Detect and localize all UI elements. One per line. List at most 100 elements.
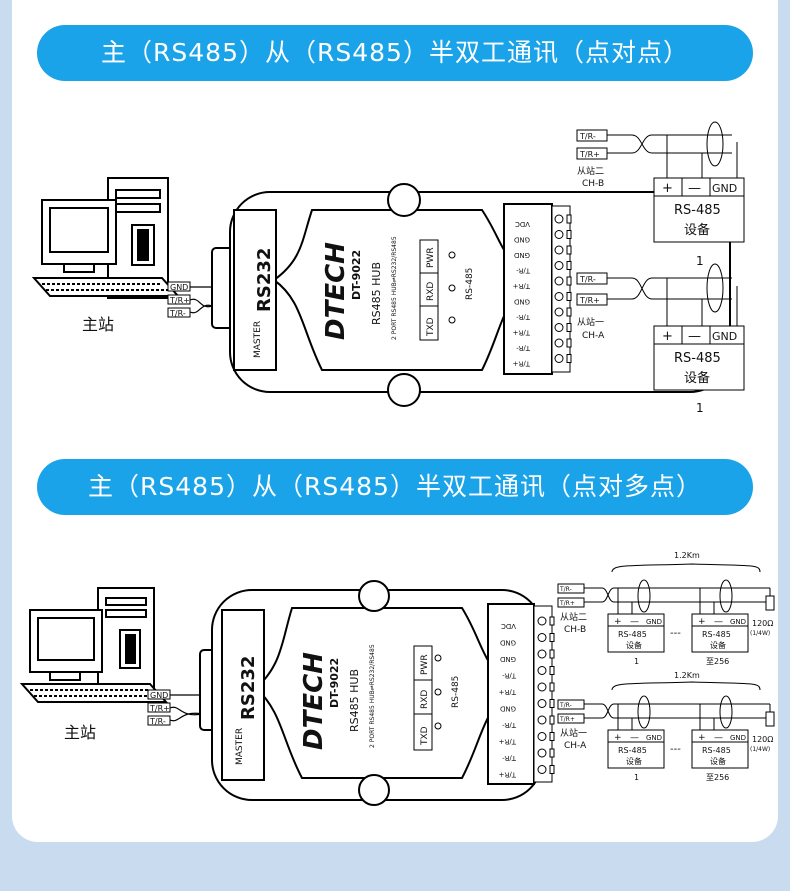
p2mp-channel-b: [557, 579, 775, 653]
led2-rxd: RXD: [420, 690, 430, 709]
p2p-terminal-label-8: T/R-: [516, 344, 531, 352]
p2mp-terminal-slot-1: [549, 633, 555, 642]
p2mp-a-name: 从站一: [560, 727, 587, 739]
p2p-terminal-screw-8: [554, 338, 564, 348]
p2mp-b-resistor: 120Ω: [752, 619, 773, 628]
p2mp-terminal-slot-0: [549, 616, 555, 626]
p2p-slave-b-pin2: T/R+: [579, 150, 600, 159]
section-title-p2mp: 主（RS485）从（RS485）半双工通讯（点对多点）: [37, 459, 753, 515]
p2mp-a-last: 至256: [706, 773, 729, 782]
p2mp-terminal-screw-1: [537, 633, 547, 642]
host2-pin-gnd: GND: [150, 691, 168, 700]
p2mp-a-first: 1: [634, 773, 639, 782]
p2mp-terminal-screw-2: [537, 649, 547, 659]
host-pin-trm: T/R-: [169, 309, 186, 318]
p2p-slave-b-term-gnd: GND: [712, 182, 737, 195]
p2mp-terminal-screw-4: [537, 682, 547, 692]
p2p-terminal-slot-8: [566, 338, 572, 348]
p2p-terminal-slot-1: [566, 230, 572, 239]
p2p-terminal-label-4: T/R+: [513, 282, 531, 290]
p2p-slave-b-term-plus: +: [662, 181, 673, 196]
host-pin-gnd: GND: [170, 283, 188, 292]
p2mp-terminal-label-1: GND: [500, 639, 516, 647]
p2p-terminal-slot-3: [566, 261, 572, 270]
p2mp-b-name: 从站二: [560, 611, 587, 623]
p2mp-terminal-screw-8: [537, 748, 547, 758]
led-pwr: PWR: [426, 247, 436, 268]
p2mp-a-pin2: T/R+: [559, 716, 575, 723]
p2mp-a-resistor-note: (1/4W): [750, 746, 770, 753]
p2mp-b-t1-minus: —: [630, 617, 639, 627]
p2p-terminal-label-0: VDC: [515, 220, 530, 228]
p2p-terminal-slot-6: [566, 307, 572, 317]
content-card: 主（RS485）从（RS485）半双工通讯（点对点） 主（RS485）从（RS4…: [12, 0, 778, 842]
p2mp-terminal-label-7: T/R+: [499, 738, 517, 746]
p2mp-b-t2-plus: +: [698, 617, 706, 627]
host2-pin-trm: T/R-: [149, 717, 166, 726]
p2mp-terminal-slot-2: [549, 649, 555, 659]
p2p-slave-b-channel: CH-B: [582, 179, 604, 189]
led2-txd: TXD: [420, 726, 430, 746]
p2p-terminal-screw-3: [554, 261, 564, 270]
p2p-slave-b-pin1: T/R-: [579, 132, 596, 141]
p2mp-a-channel: CH-A: [564, 741, 587, 751]
p2p-terminal-label-6: T/R-: [516, 313, 531, 321]
master-port-label-2: MASTER: [235, 728, 245, 765]
hub-brand: DTECH: [321, 242, 351, 340]
p2mp-a-dots: ---: [670, 744, 681, 755]
p2mp-terminal-label-8: T/R-: [502, 754, 517, 762]
p2mp-terminal-slot-7: [549, 732, 555, 741]
p2p-diagram: 主站 GND T/R+ T/R- RS232 MASTER DTECH DT-9…: [31, 121, 745, 415]
p2mp-a-t2-minus: —: [714, 733, 723, 743]
p2p-terminal-label-7: T/R+: [513, 329, 531, 337]
p2mp-b-t1-plus: +: [614, 617, 622, 627]
p2p-slave-a-term-plus: +: [662, 329, 673, 344]
led-txd: TXD: [426, 317, 436, 337]
hub-leds: [419, 239, 456, 341]
p2mp-a-t1-minus: —: [630, 733, 639, 743]
p2p-terminal-slot-4: [566, 276, 572, 286]
p2p-slave-b: T/R- T/R+ 从站二 CH-B + — GND RS-485 设备 1: [576, 121, 745, 268]
p2p-slave-a-count: 1: [696, 401, 704, 415]
p2p-slave-b-count: 1: [696, 254, 704, 268]
p2mp-b-resistor-note: (1/4W): [750, 630, 770, 637]
master-port-label: MASTER: [253, 321, 263, 358]
p2mp-distance-bottom: 1.2Km: [674, 671, 700, 680]
p2p-terminal-label-2: GND: [514, 251, 530, 259]
p2mp-a-pin1: T/R-: [559, 702, 572, 709]
p2mp-terminal-screw-9: [537, 765, 547, 774]
p2mp-terminal-label-4: T/R+: [499, 688, 517, 696]
p2p-slave-a-dev2: 设备: [684, 370, 710, 386]
p2mp-terminal-label-5: GND: [500, 705, 516, 713]
p2mp-b-dots: ---: [670, 628, 681, 639]
p2p-terminal-screw-6: [554, 307, 564, 317]
hub-desc-2: 2 PORT RS485 HUB⇌RS232/RS485: [369, 644, 376, 748]
p2mp-terminal-screw-5: [537, 699, 547, 708]
p2mp-a-d2-dev1: RS-485: [702, 746, 731, 755]
p2p-terminal-slot-5: [566, 292, 572, 301]
p2p-slave-a-term-gnd: GND: [712, 330, 737, 343]
hub-desc: 2 PORT RS485 HUB⇌RS232/RS485: [391, 236, 398, 340]
p2mp-b-channel: CH-B: [564, 625, 586, 635]
p2mp-terminal-screw-3: [537, 666, 547, 675]
p2mp-terminal-slot-3: [549, 666, 555, 675]
p2mp-b-pin1: T/R-: [559, 586, 572, 593]
p2mp-terminal-slot-5: [549, 699, 555, 708]
p2p-terminal-screw-5: [554, 292, 564, 301]
host-label-2: 主站: [64, 723, 96, 742]
p2mp-b-d2-dev1: RS-485: [702, 630, 731, 639]
p2p-slave-a-name: 从站一: [577, 316, 604, 328]
p2mp-terminal-slot-9: [549, 765, 555, 774]
p2p-terminal-screw-0: [554, 214, 564, 224]
p2mp-terminal-label-6: T/R-: [502, 721, 517, 729]
p2p-terminal-label-3: T/R-: [516, 267, 531, 275]
p2mp-a-d2-dev2: 设备: [710, 756, 726, 766]
p2p-terminal-label-5: GND: [514, 298, 530, 306]
p2p-terminal-slot-0: [566, 214, 572, 224]
p2mp-terminal-screw-6: [537, 715, 547, 725]
p2mp-terminal-label-0: VDC: [501, 622, 516, 630]
rs232-port-label: RS232: [254, 248, 275, 312]
p2mp-terminal-slot-8: [549, 748, 555, 758]
p2mp-terminal-screw-0: [537, 616, 547, 626]
